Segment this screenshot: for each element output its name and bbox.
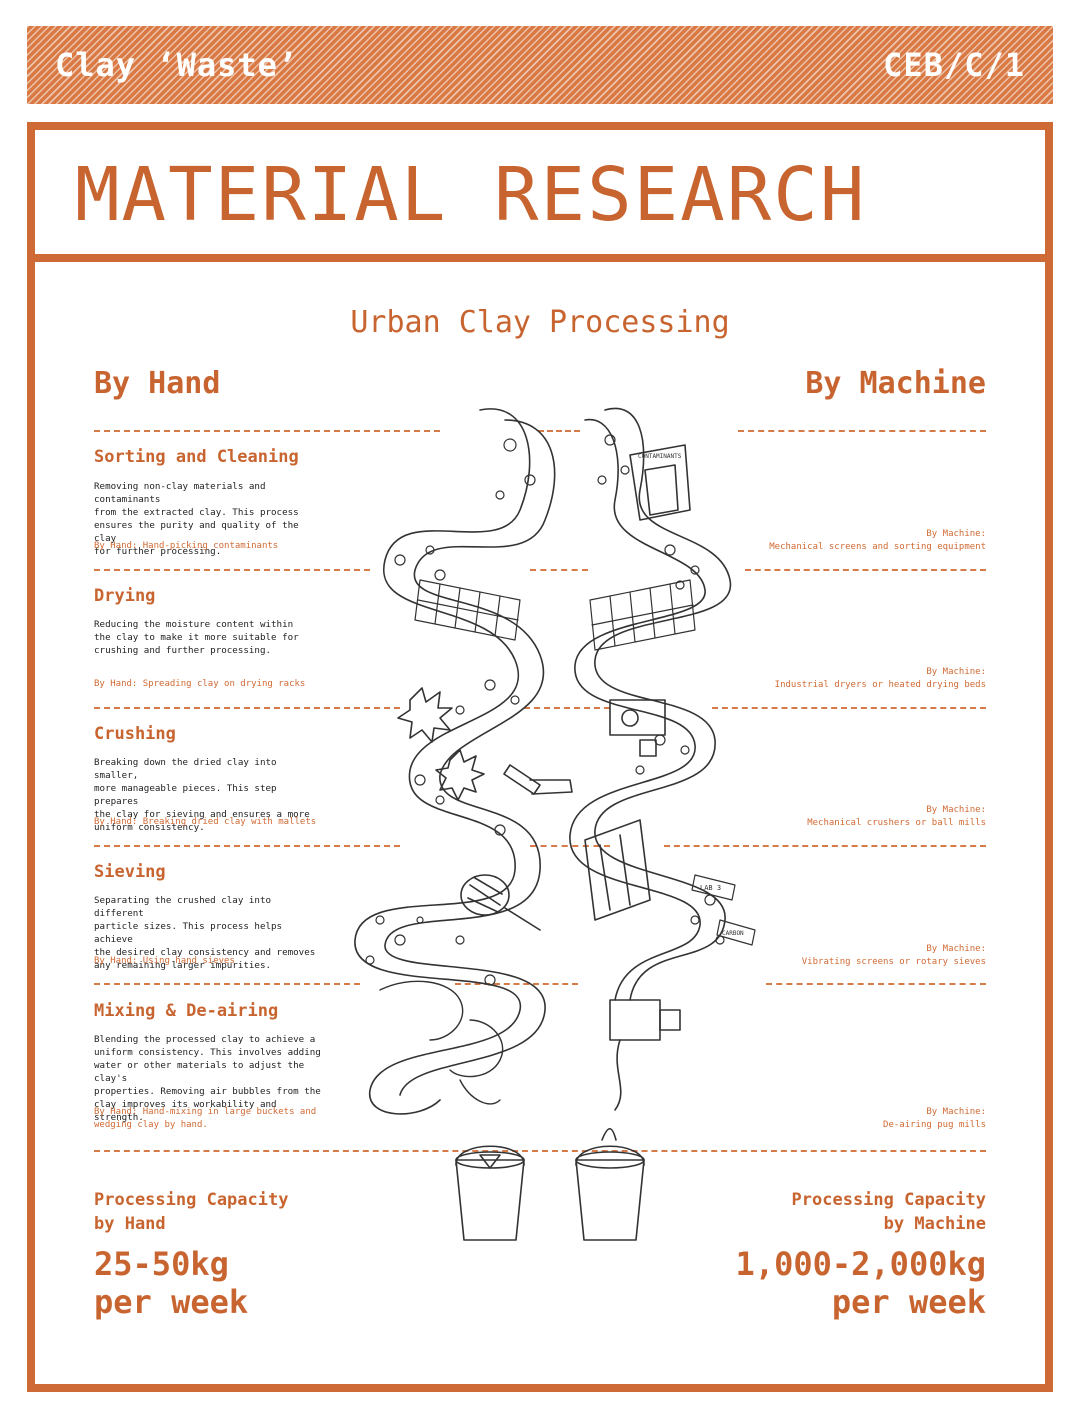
hand-method: By Hand: Hand-mixing in large buckets an…	[94, 1107, 317, 1130]
machine-method: By Machine:Mechanical crushers or ball m…	[807, 805, 986, 828]
divider-left	[94, 845, 400, 847]
divider-right	[664, 845, 986, 847]
machine-method: By Machine:Industrial dryers or heated d…	[774, 667, 986, 690]
pug-mill-machine	[609, 999, 681, 1111]
page-title: MATERIAL RESEARCH	[75, 152, 867, 238]
divider-right	[766, 983, 986, 985]
main-frame: MATERIAL RESEARCH	[27, 122, 1053, 1392]
bucket-icon	[455, 1145, 525, 1241]
divider-mid	[455, 983, 578, 985]
divider-mid	[524, 707, 610, 709]
contaminants-sign-text: CONTAMINANTS	[638, 453, 682, 460]
hand-method: By Hand: Spreading clay on drying racks	[94, 679, 306, 689]
dryer-machine	[609, 699, 666, 757]
bucket-icon	[575, 1127, 645, 1241]
label-tag	[691, 874, 756, 946]
divider-left	[94, 430, 440, 432]
column-heading-hand: By Hand	[94, 366, 221, 401]
machine-method: By Machine:Vibrating screens or rotary s…	[801, 944, 986, 967]
label-carbon: CARBON	[722, 930, 744, 937]
hand-method: By Hand: Hand-picking contaminants	[94, 541, 279, 551]
divider-right	[738, 430, 986, 432]
contaminants-sign	[629, 444, 691, 521]
machine-screen	[589, 579, 696, 651]
crusher-machine	[584, 819, 651, 921]
step-title: Mixing & De-airing	[94, 1001, 279, 1021]
step-title: Crushing	[94, 724, 176, 744]
header-left-label: Clay ‘Waste’	[55, 46, 299, 84]
step-title: Sorting and Cleaning	[94, 447, 299, 467]
divider-left	[94, 983, 360, 985]
crush-burst	[397, 687, 453, 743]
machine-method: By Machine:Mechanical screens and sortin…	[769, 529, 986, 552]
hand-process-path	[354, 408, 531, 1115]
step-description: Separating the crushed clay into differe…	[94, 895, 316, 971]
divider-left	[94, 707, 400, 709]
divider-right	[712, 707, 986, 709]
divider-mid	[530, 845, 610, 847]
subtitle: Urban Clay Processing	[350, 305, 730, 340]
step-description: Removing non-clay materials and contamin…	[94, 481, 299, 557]
divider-left	[94, 569, 370, 571]
clay-rocks-left	[365, 438, 536, 986]
drying-rack	[414, 579, 521, 641]
mixing-hands	[379, 980, 504, 1105]
divider-mid	[530, 569, 588, 571]
mallet-icon	[503, 764, 573, 795]
machine-method: By Machine:De-airing pug mills	[883, 1107, 986, 1130]
hand-sieve-icon	[460, 874, 541, 931]
step-description: Breaking down the dried clay into smalle…	[94, 757, 310, 833]
header-code: CEB/C/1	[883, 46, 1025, 84]
clay-processing-illustration: CONTAMINANTS LAB 3 CARBON	[354, 407, 756, 1241]
crush-burst	[435, 749, 485, 801]
divider-bottom	[94, 1150, 986, 1152]
column-heading-machine: By Machine	[805, 366, 986, 401]
label-lab: LAB 3	[700, 884, 721, 892]
step-title: Drying	[94, 586, 156, 606]
machine-process-path	[594, 407, 731, 1001]
divider-right	[745, 569, 986, 571]
header-band: Clay ‘Waste’ CEB/C/1	[27, 26, 1053, 104]
hand-method: By Hand: Using hand sieves	[94, 956, 235, 966]
step-description: Blending the processed clay to achieve a…	[94, 1034, 321, 1123]
hand-method: By Hand: Breaking dried clay with mallet…	[94, 817, 317, 827]
divider-mid	[538, 430, 580, 432]
step-title: Sieving	[94, 862, 166, 882]
title-box: MATERIAL RESEARCH	[35, 130, 1045, 262]
